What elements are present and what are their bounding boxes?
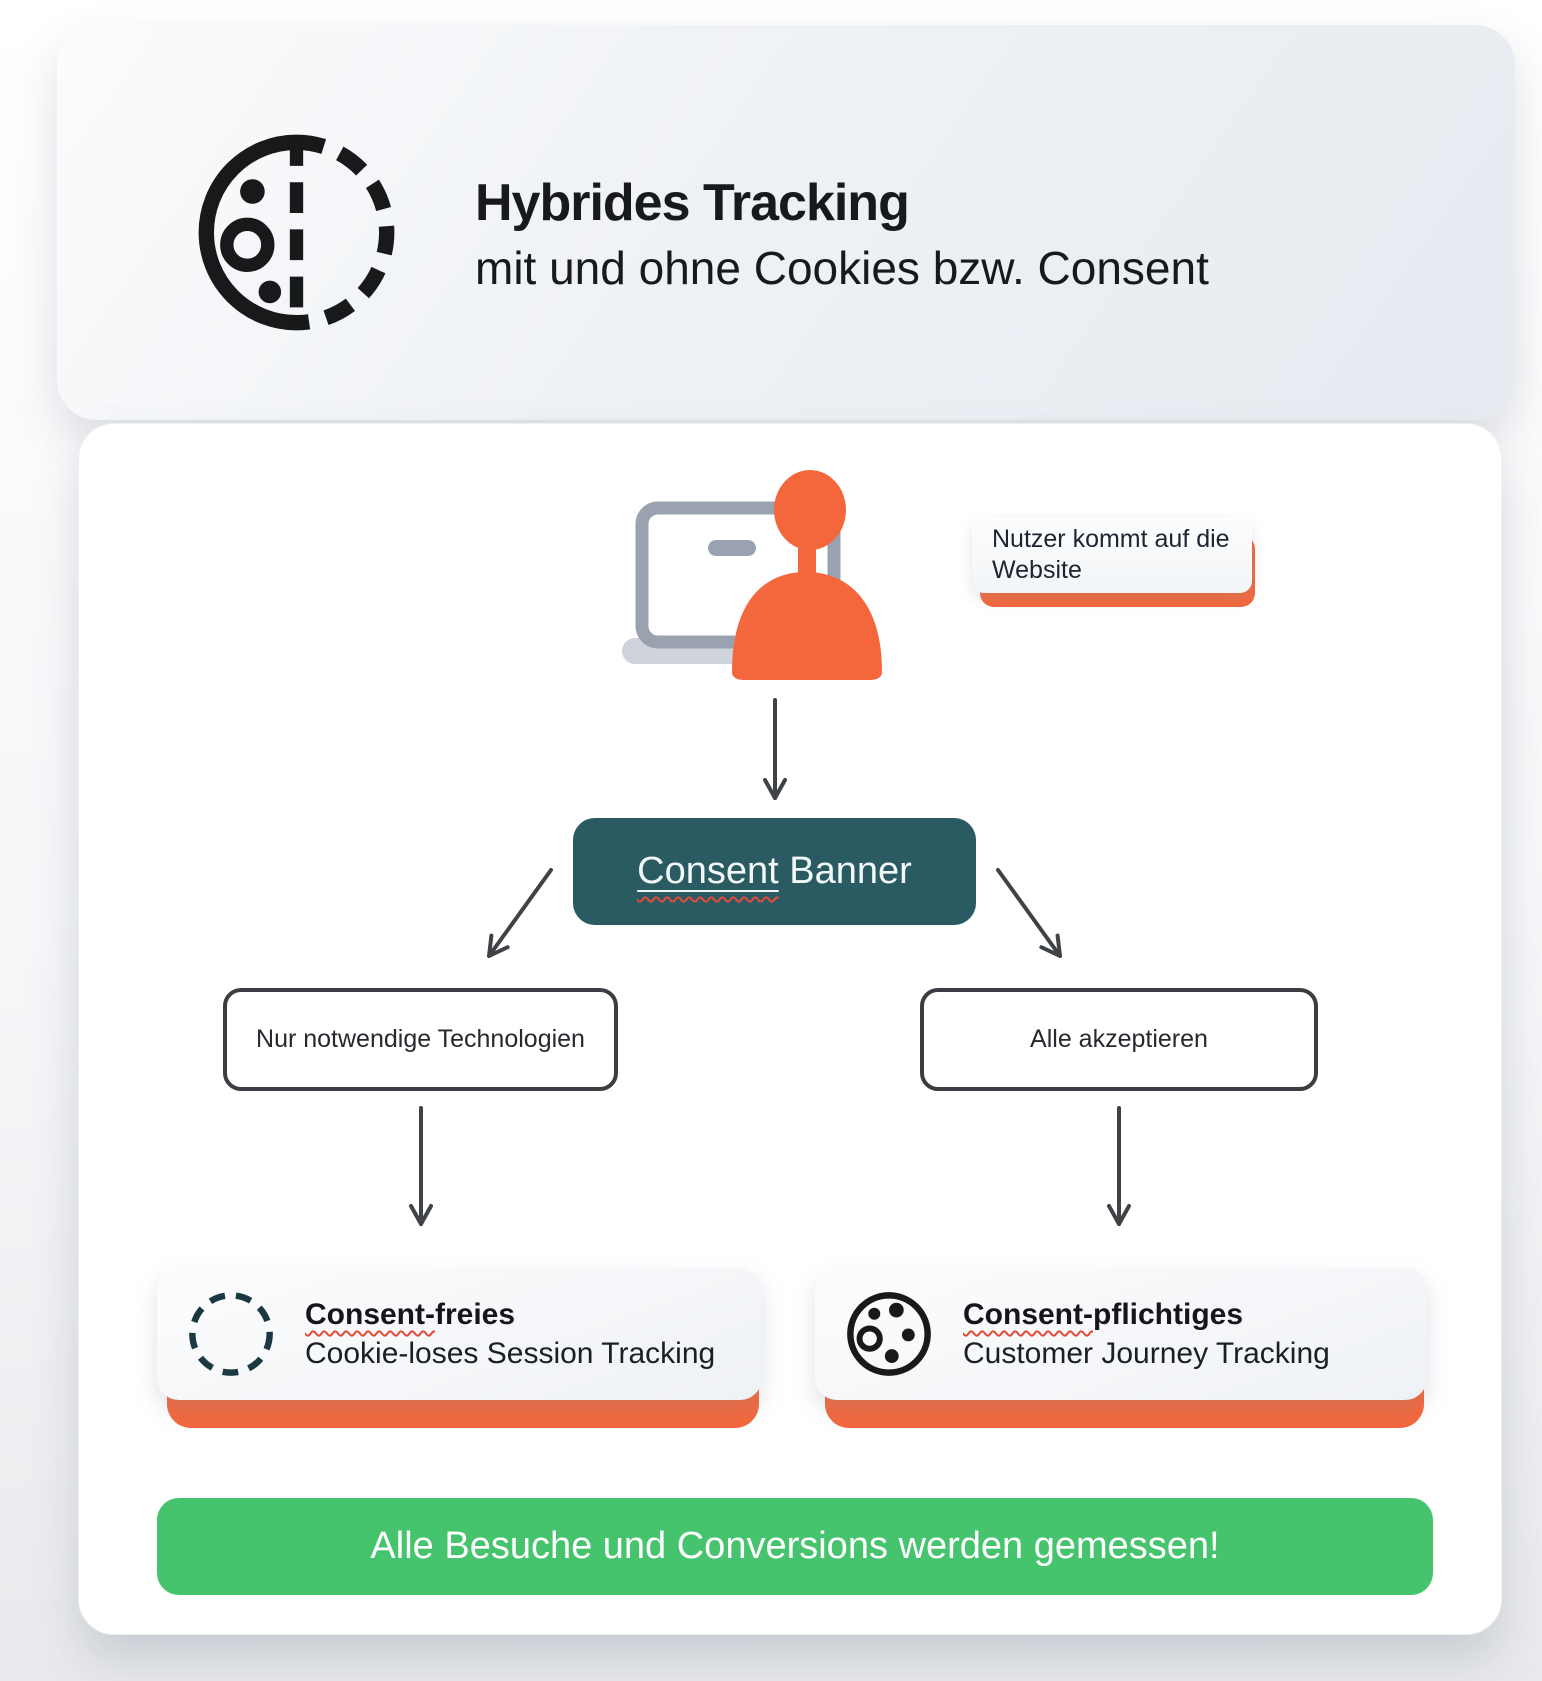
option-accept-all-label: Alle akzeptieren — [1030, 1025, 1208, 1053]
card-title: Consent-freies — [305, 1298, 516, 1331]
consent-free-tracking-card: Consent-freies Cookie-loses Session Trac… — [157, 1268, 762, 1428]
card-text-block: Consent-freies Cookie-loses Session Trac… — [305, 1295, 715, 1373]
page-title: Hybrides Tracking — [475, 174, 910, 232]
summary-banner-text: Alle Besuche und Conversions werden geme… — [370, 1525, 1220, 1567]
laptop-user-icon — [622, 470, 882, 680]
label-box: Nutzer kommt auf die Website — [972, 517, 1252, 593]
consent-word: Consent — [637, 850, 779, 892]
banner-word: Banner — [778, 850, 912, 892]
option-necessary-only-button: Nur notwendige Technologien — [223, 988, 618, 1091]
card-subtitle: Customer Journey Tracking — [963, 1337, 1330, 1370]
dashed-circle-icon — [189, 1292, 273, 1376]
option-necessary-only-label: Nur notwendige Technologien — [256, 1025, 585, 1053]
consent-banner-node: Consent Banner — [573, 818, 976, 925]
user-visit-label-text: Nutzer kommt auf die Website — [992, 524, 1230, 584]
card-text-block: Consent-pflichtiges Customer Journey Tra… — [963, 1295, 1330, 1373]
card-body: Consent-pflichtiges Customer Journey Tra… — [815, 1268, 1427, 1400]
consent-required-tracking-card: Consent-pflichtiges Customer Journey Tra… — [815, 1268, 1427, 1428]
cookie-icon — [847, 1292, 931, 1376]
page-subtitle: mit und ohne Cookies bzw. Consent — [475, 242, 1209, 295]
card-title: Consent-pflichtiges — [963, 1298, 1244, 1331]
user-visit-label: Nutzer kommt auf die Website — [972, 517, 1255, 607]
card-subtitle: Cookie-loses Session Tracking — [305, 1337, 716, 1370]
header-card: Hybrides Tracking mit und ohne Cookies b… — [57, 25, 1515, 420]
option-accept-all-button: Alle akzeptieren — [920, 988, 1318, 1091]
half-dashed-cookie-icon — [198, 134, 395, 331]
card-body: Consent-freies Cookie-loses Session Trac… — [157, 1268, 762, 1400]
summary-banner: Alle Besuche und Conversions werden geme… — [157, 1498, 1433, 1595]
header-text-block: Hybrides Tracking mit und ohne Cookies b… — [475, 174, 1209, 295]
